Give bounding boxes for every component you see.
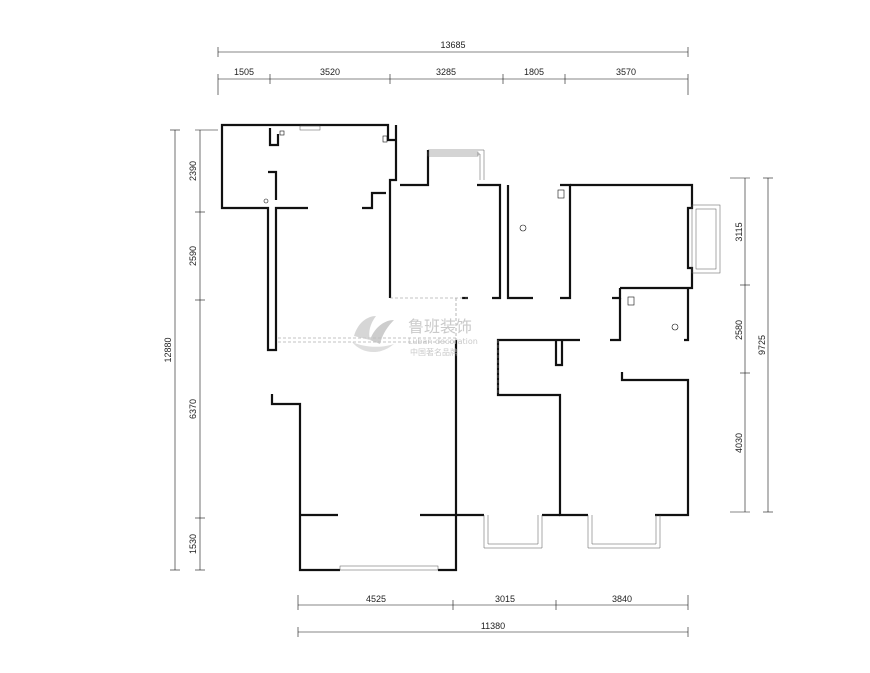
right-dimension-3: 4030 (734, 433, 744, 453)
wall-middle-bedroom-right (477, 183, 502, 300)
top-dimension-5: 3570 (616, 67, 636, 77)
wall-stub-3 (554, 340, 564, 367)
wall-top-left-top (268, 123, 396, 142)
brand-watermark: 鲁班装饰 Luban decoration 中国著名品牌 (352, 316, 478, 357)
wall-lower-left-bottom (438, 515, 458, 572)
top-dimension-2: 3520 (320, 67, 340, 77)
pipe-icon (627, 296, 635, 306)
right-dimension-1: 3115 (734, 222, 744, 241)
wall-lower-right (620, 372, 690, 517)
pipe-icon (557, 189, 565, 199)
wall-closet (506, 185, 533, 300)
wall-bath (560, 183, 572, 300)
pipe-icon (382, 135, 388, 143)
left-dimension-1: 2390 (188, 161, 198, 181)
bottom-dimension-3: 3840 (612, 594, 632, 604)
floor-drain-icon (671, 323, 679, 331)
watermark-brand: 鲁班装饰 (408, 317, 472, 336)
wall-lower-right-window (496, 338, 588, 517)
left-dimension-3: 6370 (188, 399, 198, 419)
wall-middle-bedroom (388, 125, 398, 298)
bottom-dimension-lines (297, 595, 689, 637)
top-dimension-1: 1505 (234, 67, 254, 77)
right-dimension-2: 2580 (734, 320, 744, 340)
top-dimension-4: 1805 (524, 67, 544, 77)
right-dimension-lines (730, 177, 773, 513)
wall-stub-1 (268, 128, 280, 147)
fixtures (263, 130, 679, 331)
top-dimension-3: 3285 (436, 67, 456, 77)
wall-central-right (454, 340, 484, 517)
watermark-tagline: 中国著名品牌 (410, 347, 458, 357)
top-dimension-lines (217, 47, 689, 95)
bottom-dimension-1: 4525 (366, 594, 386, 604)
wall-middle-bedroom-top (400, 150, 430, 187)
left-dimension-4: 1530 (188, 534, 198, 554)
windows (299, 125, 721, 571)
wall-right-bedroom (570, 183, 694, 290)
walls (220, 123, 694, 572)
wall-right-bath (612, 288, 622, 300)
floor-drain-icon (519, 224, 527, 232)
bottom-dimension-2: 3015 (495, 594, 515, 604)
openings (278, 297, 499, 395)
wall-right-bath-right (684, 288, 690, 342)
left-total-dimension: 12880 (163, 337, 173, 362)
top-total-dimension: 13685 (440, 40, 465, 50)
pipe-icon (279, 130, 285, 136)
watermark-subtitle: Luban decoration (408, 337, 478, 346)
left-dimension-2: 2590 (188, 246, 198, 266)
wall-right-bath-inner (610, 298, 622, 342)
left-dimension-lines (170, 129, 218, 571)
wall-lower-left-room (270, 394, 340, 572)
right-total-dimension: 9725 (757, 335, 767, 355)
wall-connector (362, 191, 386, 210)
wall-stub-2 (268, 170, 278, 200)
bottom-total-dimension: 11380 (481, 621, 505, 631)
luban-logo-icon (352, 316, 394, 353)
floor-drain-icon (263, 198, 269, 204)
wall-top-left-room (220, 123, 308, 352)
